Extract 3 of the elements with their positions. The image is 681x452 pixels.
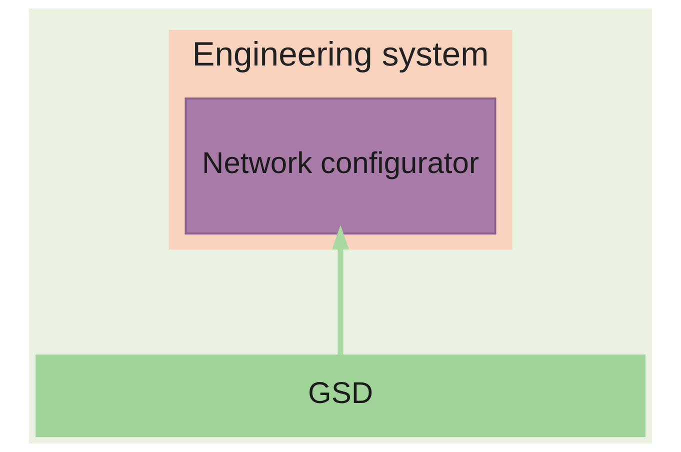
node-box: GSD (36, 354, 646, 438)
arrow (332, 225, 350, 356)
node-box: Network configurator (184, 97, 496, 234)
